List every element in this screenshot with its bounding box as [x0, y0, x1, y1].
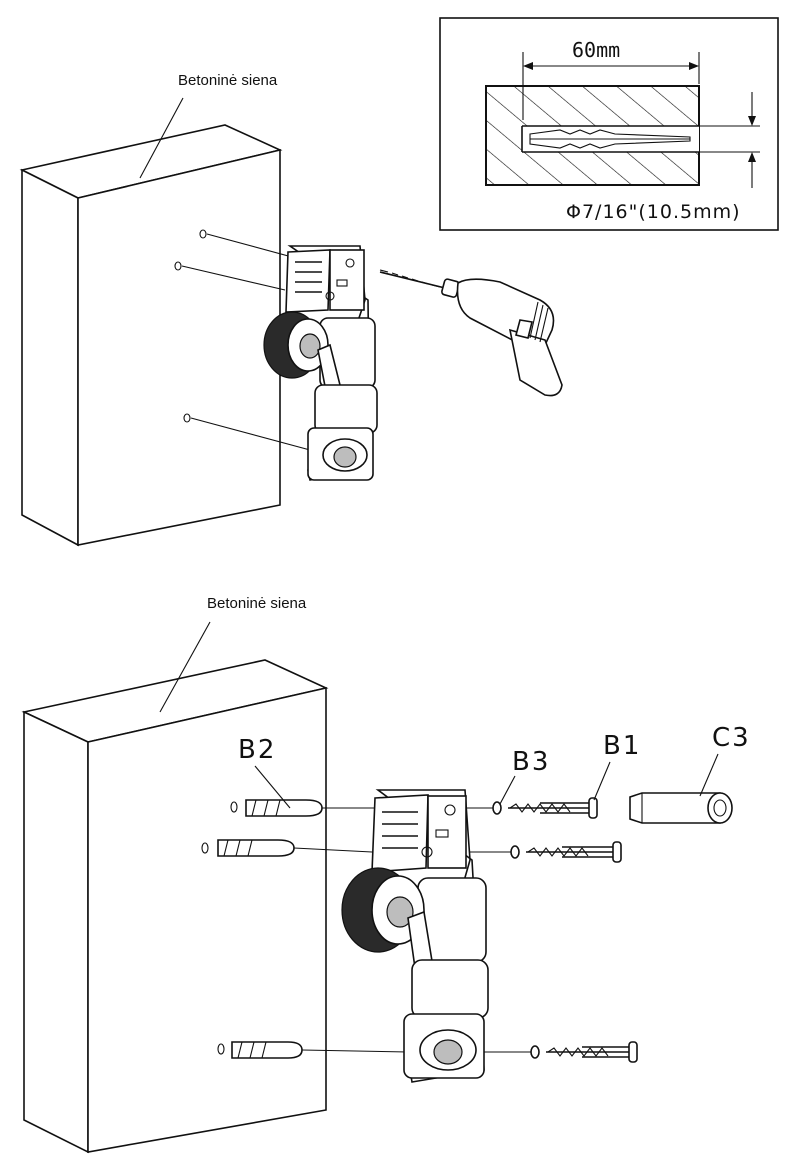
part-leader-b2	[254, 765, 291, 809]
top-wall-label: Betoninė siena	[178, 72, 278, 89]
screw-b1-icon	[492, 797, 638, 1063]
inset-diameter-label: Φ7/16"(10.5mm)	[566, 201, 741, 223]
bottom-wall-label: Betoninė siena	[207, 595, 307, 612]
top-wall-holes	[174, 229, 207, 423]
part-leader-b1	[593, 761, 611, 801]
part-label-b3: B3	[512, 747, 550, 777]
top-concrete-wall	[19, 124, 283, 547]
part-label-b1: B1	[603, 731, 641, 761]
bottom-wall-holes	[201, 801, 238, 1055]
drill-icon	[379, 269, 563, 397]
part-label-c3: C3	[712, 723, 751, 753]
bottom-mounting-bracket	[341, 789, 489, 1083]
drill-depth-inset: 60mm Φ7/16"(10.5mm)	[439, 17, 779, 231]
top-alignment-lines	[181, 233, 311, 451]
top-wall-leader-line	[139, 97, 184, 179]
bottom-figure: Betoninė siena	[21, 595, 751, 1154]
top-figure: Betoninė siena	[19, 17, 779, 547]
socket-c3-icon	[629, 792, 733, 824]
top-mounting-bracket	[263, 245, 378, 481]
part-leader-c3	[699, 753, 719, 797]
bottom-alignment-lines	[293, 807, 532, 1053]
bottom-concrete-wall	[21, 659, 329, 1154]
bottom-wall-leader-line	[159, 621, 211, 713]
inset-depth-label: 60mm	[572, 38, 620, 62]
part-leader-b3	[499, 775, 516, 805]
part-label-b2: B2	[238, 735, 276, 765]
